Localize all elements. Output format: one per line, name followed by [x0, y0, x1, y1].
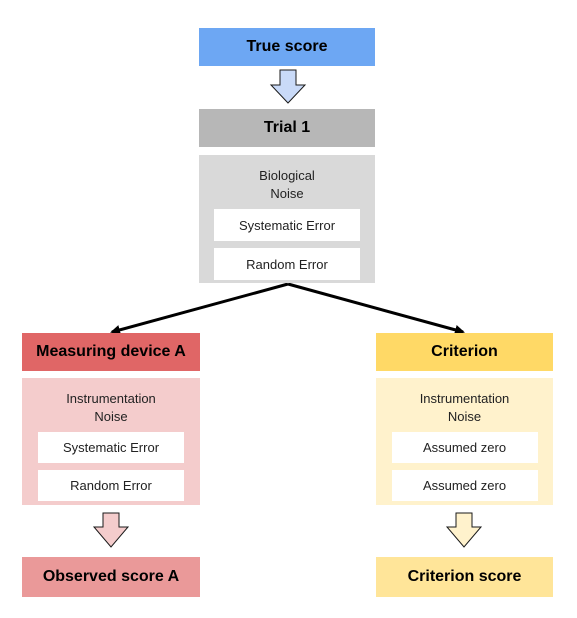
panel-title: Instrumentation Noise [66, 391, 156, 424]
biological-noise-panel: Biological Noise Systematic Error Random… [199, 155, 375, 283]
criterion-score-box: Criterion score [376, 557, 553, 597]
true-score-box: True score [199, 28, 375, 66]
instrumentation-noise-panel-left: Instrumentation Noise Systematic Error R… [22, 378, 200, 505]
random-error-box: Random Error [38, 470, 184, 501]
criterion-label: Criterion [431, 343, 498, 360]
observed-score-box: Observed score A [22, 557, 200, 597]
down-arrow-icon [445, 512, 483, 548]
panel-title: Biological Noise [259, 168, 315, 201]
connector-line-right [287, 282, 465, 335]
systematic-error-box: Systematic Error [214, 209, 360, 241]
down-arrow-icon [92, 512, 130, 548]
systematic-error-box: Systematic Error [38, 432, 184, 463]
criterion-box: Criterion [376, 333, 553, 371]
instrumentation-noise-panel-right: Instrumentation Noise Assumed zero Assum… [376, 378, 553, 505]
trial-label: Trial 1 [263, 119, 311, 136]
observed-score-label: Observed score A [42, 568, 180, 585]
measuring-device-box: Measuring device A [22, 333, 200, 371]
down-arrow-icon [269, 69, 307, 104]
measuring-device-label: Measuring device A [36, 343, 186, 360]
connector-line-left [110, 282, 289, 335]
panel-title: Instrumentation Noise [419, 391, 510, 424]
trial-box: Trial 1 [199, 109, 375, 147]
true-score-label: True score [246, 38, 328, 55]
criterion-score-label: Criterion score [407, 568, 522, 585]
assumed-zero-box: Assumed zero [391, 432, 538, 463]
random-error-box: Random Error [214, 248, 360, 280]
assumed-zero-box: Assumed zero [391, 470, 538, 501]
